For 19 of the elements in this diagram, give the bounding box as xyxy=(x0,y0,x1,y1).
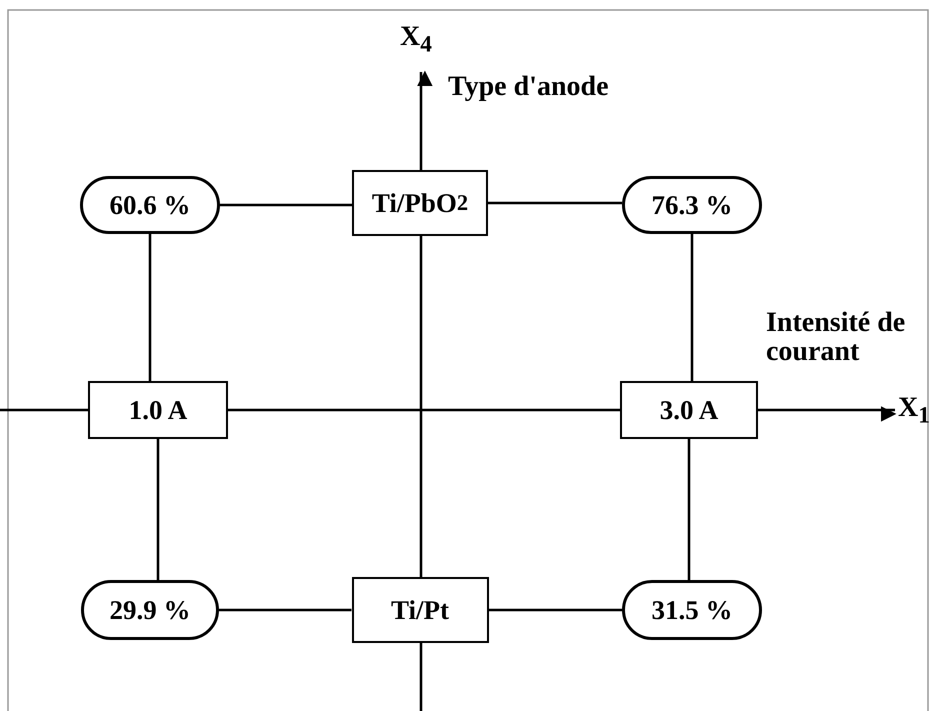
level-box: Ti/Pt xyxy=(352,577,488,643)
result-pill: 31.5 % xyxy=(622,580,762,640)
result-pill: 60.6 % xyxy=(80,176,220,234)
level-box: 3.0 A xyxy=(620,381,758,439)
connector-line xyxy=(488,202,622,204)
result-pill: 29.9 % xyxy=(81,580,219,640)
axis-label: X$_{4}$ xyxy=(400,22,432,58)
level-box: 1.0 A xyxy=(88,381,228,439)
axis-title: Intensité de courant xyxy=(766,308,906,367)
connector-line xyxy=(690,234,694,381)
axis-label: X$_{1}$ xyxy=(898,393,930,428)
connector-line xyxy=(148,234,152,381)
connector-line xyxy=(219,608,352,612)
axis-title: Type d'anode xyxy=(448,72,609,102)
connector-line xyxy=(220,204,352,206)
connector-line xyxy=(688,439,690,580)
connector-line xyxy=(488,608,622,612)
result-pill: 76.3 % xyxy=(622,176,762,234)
connector-line xyxy=(156,439,160,580)
